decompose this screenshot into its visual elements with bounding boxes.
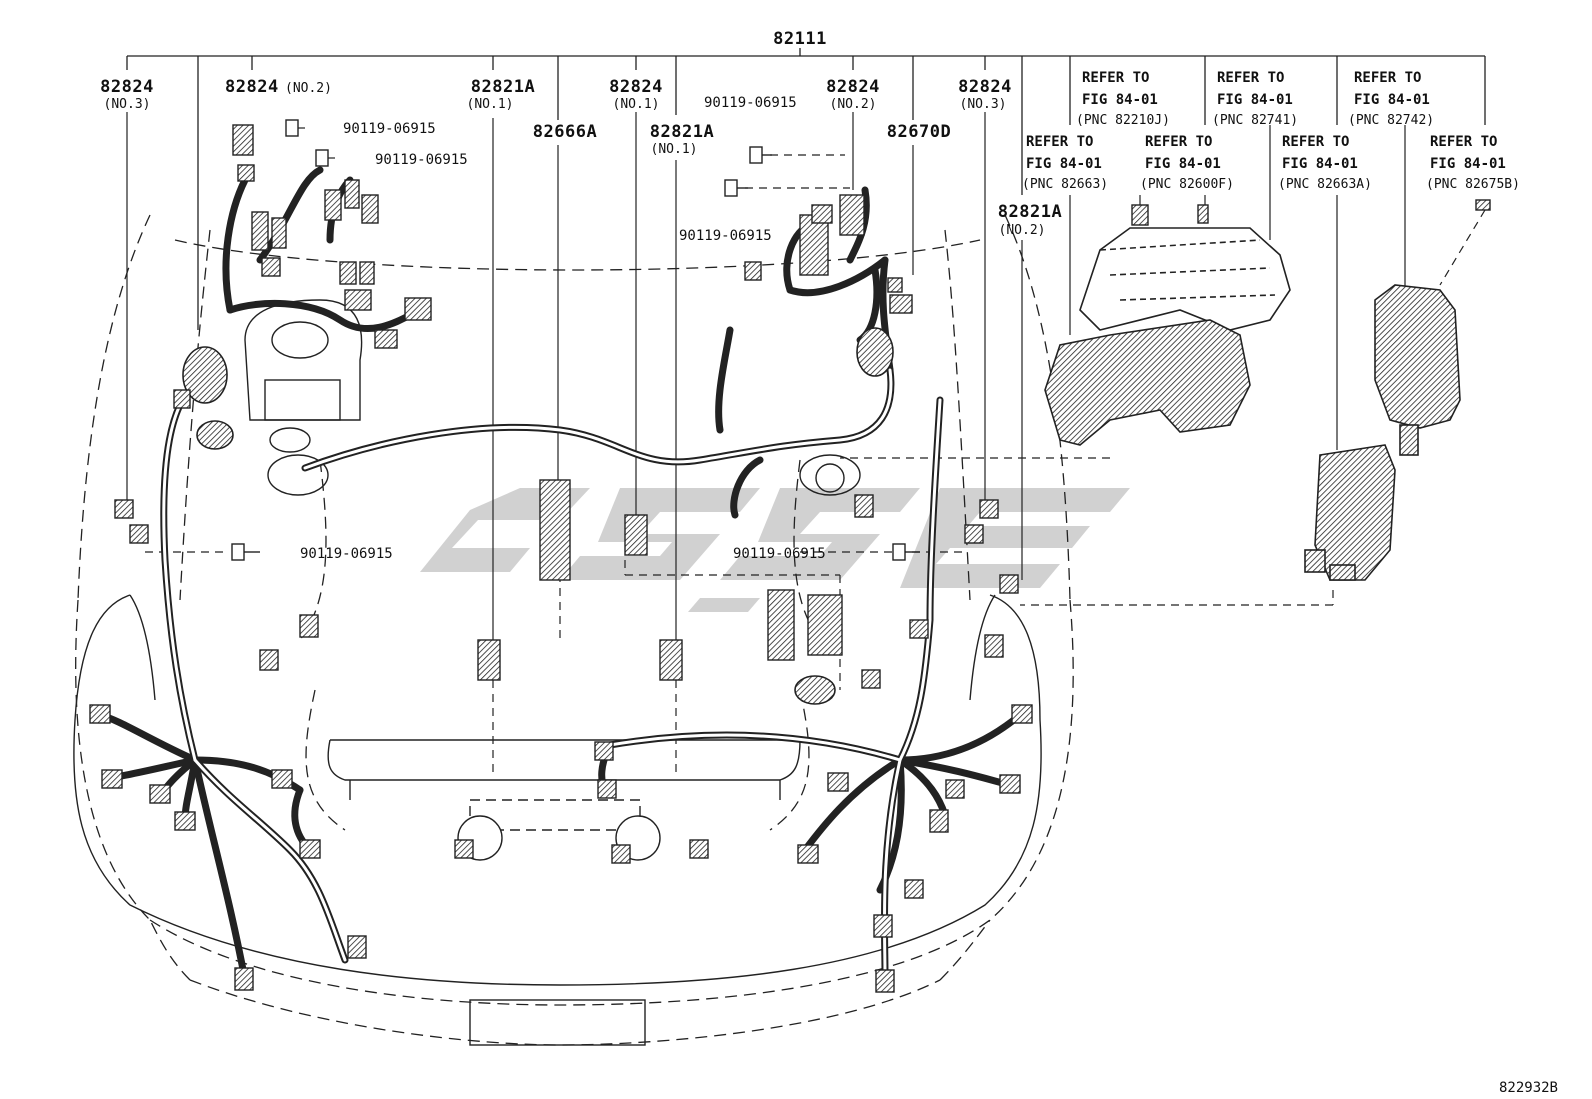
refer-line: (PNC 82742) — [1348, 113, 1434, 128]
part-label-82824-no2-mid: 82824 (NO.2) — [826, 77, 880, 112]
refer-line: FIG 84-01 — [1282, 156, 1358, 172]
part-number: 82670D — [887, 122, 951, 142]
part-number: 82824 — [225, 77, 279, 97]
part-label-82824-no1: 82824 (NO.1) — [609, 77, 663, 112]
part-labels: 82824 (NO.3) 82824 (NO.2) 82821A (NO.1) … — [100, 77, 1062, 238]
bolt-code: 90119-06915 — [343, 121, 436, 137]
refer-line: FIG 84-01 — [1145, 156, 1221, 172]
vehicle-body-outline — [75, 214, 1074, 1046]
refer-line: FIG 84-01 — [1430, 156, 1506, 172]
refer-82675b: REFER TO FIG 84-01 (PNC 82675B) — [1426, 134, 1520, 192]
part-number: 82821A — [998, 202, 1062, 222]
refer-82741: REFER TO FIG 84-01 (PNC 82741) — [1212, 70, 1298, 128]
connectors — [89, 124, 1149, 993]
bolt-code: 90119-06915 — [704, 95, 797, 111]
part-label-82824-no3-right: 82824 (NO.3) — [958, 77, 1012, 112]
bolt-code: 90119-06915 — [375, 152, 468, 168]
refer-line: FIG 84-01 — [1026, 156, 1102, 172]
part-label-82821a-no2: 82821A (NO.2) — [998, 202, 1062, 238]
small-fuse-parts — [1197, 199, 1491, 224]
part-label-82821a-no1-left: 82821A (NO.1) — [467, 77, 535, 112]
refer-labels: REFER TO FIG 84-01 (PNC 82210J) REFER TO… — [1022, 70, 1520, 192]
part-sub: (NO.1) — [651, 142, 698, 157]
refer-line: (PNC 82600F) — [1140, 177, 1234, 192]
bolts — [231, 119, 920, 561]
bolt-labels: 90119-06915 90119-06915 90119-06915 9011… — [300, 95, 826, 562]
bolt-code: 90119-06915 — [300, 546, 393, 562]
refer-line: REFER TO — [1145, 134, 1212, 150]
refer-82600f: REFER TO FIG 84-01 (PNC 82600F) — [1140, 134, 1234, 192]
refer-line: REFER TO — [1430, 134, 1497, 150]
part-sub: (NO.1) — [467, 97, 514, 112]
part-number: 82821A — [471, 77, 535, 97]
part-label-82824-no2-left: 82824 (NO.2) — [225, 77, 332, 97]
main-part-bracket — [126, 48, 1486, 330]
part-number: 82824 — [609, 77, 663, 97]
refer-82210j: REFER TO FIG 84-01 (PNC 82210J) — [1076, 70, 1170, 128]
refer-line: REFER TO — [1282, 134, 1349, 150]
part-number: 82666A — [533, 122, 597, 142]
figure-code: 822932B — [1499, 1080, 1558, 1096]
refer-line: FIG 84-01 — [1082, 92, 1158, 108]
refer-82663a: REFER TO FIG 84-01 (PNC 82663A) — [1278, 134, 1372, 192]
leader-lines — [126, 112, 1406, 640]
relay-box-right — [1374, 284, 1461, 456]
part-label-82670d: 82670D — [887, 122, 951, 142]
part-sub: (NO.1) — [613, 97, 660, 112]
connector-clusters — [251, 179, 865, 661]
refer-line: REFER TO — [1354, 70, 1421, 86]
part-number: 82824 — [958, 77, 1012, 97]
part-number: 82824 — [826, 77, 880, 97]
part-label-82666a: 82666A — [533, 122, 597, 142]
part-label-82824-no3-left: 82824 (NO.3) — [100, 77, 154, 112]
refer-line: REFER TO — [1217, 70, 1284, 86]
refer-line: (PNC 82663) — [1022, 177, 1108, 192]
part-sub: (NO.2) — [830, 97, 877, 112]
refer-82742: REFER TO FIG 84-01 (PNC 82742) — [1348, 70, 1434, 128]
refer-line: (PNC 82741) — [1212, 113, 1298, 128]
reservoir — [244, 299, 363, 421]
refer-82663: REFER TO FIG 84-01 (PNC 82663) — [1022, 134, 1108, 192]
fuse-box-lower — [1044, 319, 1251, 446]
refer-line: REFER TO — [1082, 70, 1149, 86]
part-sub: (NO.2) — [999, 223, 1046, 238]
refer-line: FIG 84-01 — [1217, 92, 1293, 108]
relay-box-center — [1304, 444, 1396, 581]
bolt-code: 90119-06915 — [733, 546, 826, 562]
part-sub: (NO.3) — [960, 97, 1007, 112]
part-number: 82824 — [100, 77, 154, 97]
refer-line: (PNC 82210J) — [1076, 113, 1170, 128]
bolt-code: 90119-06915 — [679, 228, 772, 244]
part-number: 82821A — [650, 122, 714, 142]
main-part-number: 82111 — [773, 29, 827, 49]
refer-line: REFER TO — [1026, 134, 1093, 150]
harness-trunks-inner — [162, 368, 942, 977]
part-sub: (NO.2) — [285, 81, 332, 96]
refer-line: FIG 84-01 — [1354, 92, 1430, 108]
refer-line: (PNC 82663A) — [1278, 177, 1372, 192]
grommets — [182, 327, 894, 705]
fuse-box-upper — [1079, 227, 1291, 331]
part-label-82821a-no1-mid: 82821A (NO.1) — [650, 122, 714, 157]
part-sub: (NO.3) — [104, 97, 151, 112]
front-body-panels — [73, 594, 1042, 1046]
refer-line: (PNC 82675B) — [1426, 177, 1520, 192]
